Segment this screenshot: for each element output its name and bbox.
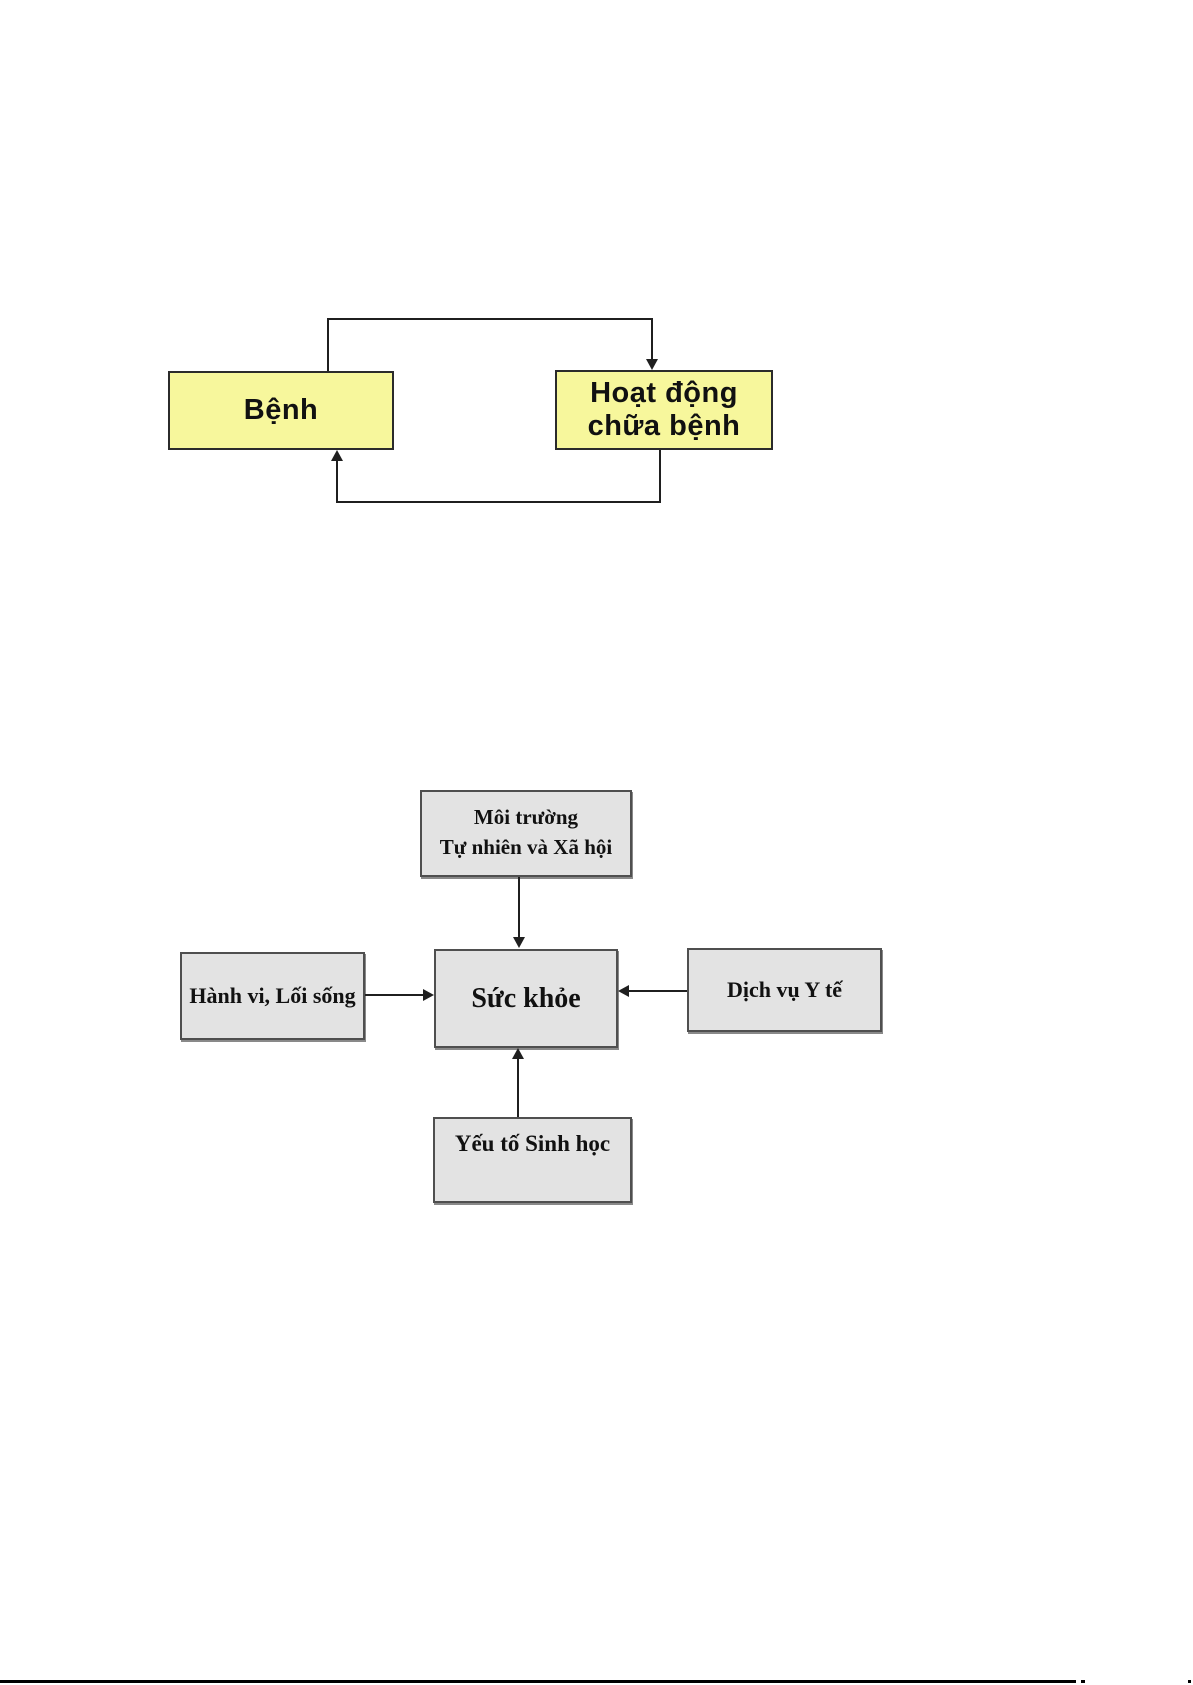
- health-services-label: Dịch vụ Y tế: [726, 977, 843, 1002]
- environment-box: Môi trường Tự nhiên và Xã hội: [420, 790, 632, 877]
- arrow-services-to-health: [618, 985, 687, 997]
- behavior-lifestyle-box: Hành vi, Lối sống: [180, 952, 365, 1040]
- treatment-label-line2: chữa bệnh: [587, 410, 741, 442]
- arrow-behavior-to-health: [365, 989, 434, 1001]
- disease-box: Bệnh: [168, 371, 394, 450]
- health-services-box: Dịch vụ Y tế: [687, 948, 882, 1032]
- arrow-treatment-to-disease: [331, 450, 661, 503]
- disease-label: Bệnh: [243, 394, 319, 426]
- biological-factors-box: Yếu tố Sinh học: [433, 1117, 632, 1203]
- biological-factors-label: Yếu tố Sinh học: [454, 1131, 611, 1156]
- health-box: Sức khỏe: [434, 949, 618, 1048]
- environment-label-line1: Môi trường: [473, 805, 579, 829]
- arrow-biological-to-health: [512, 1048, 524, 1117]
- health-label: Sức khỏe: [471, 982, 581, 1014]
- treatment-label-line1: Hoạt động: [590, 377, 738, 409]
- arrow-environment-to-health: [513, 877, 525, 948]
- environment-label-line2: Tự nhiên và Xã hội: [439, 835, 613, 859]
- behavior-lifestyle-label: Hành vi, Lối sống: [189, 983, 356, 1008]
- page-bottom-rule: [0, 1680, 1191, 1683]
- treatment-box: Hoạt động chữa bệnh: [555, 370, 773, 450]
- arrow-disease-to-treatment: [327, 318, 658, 371]
